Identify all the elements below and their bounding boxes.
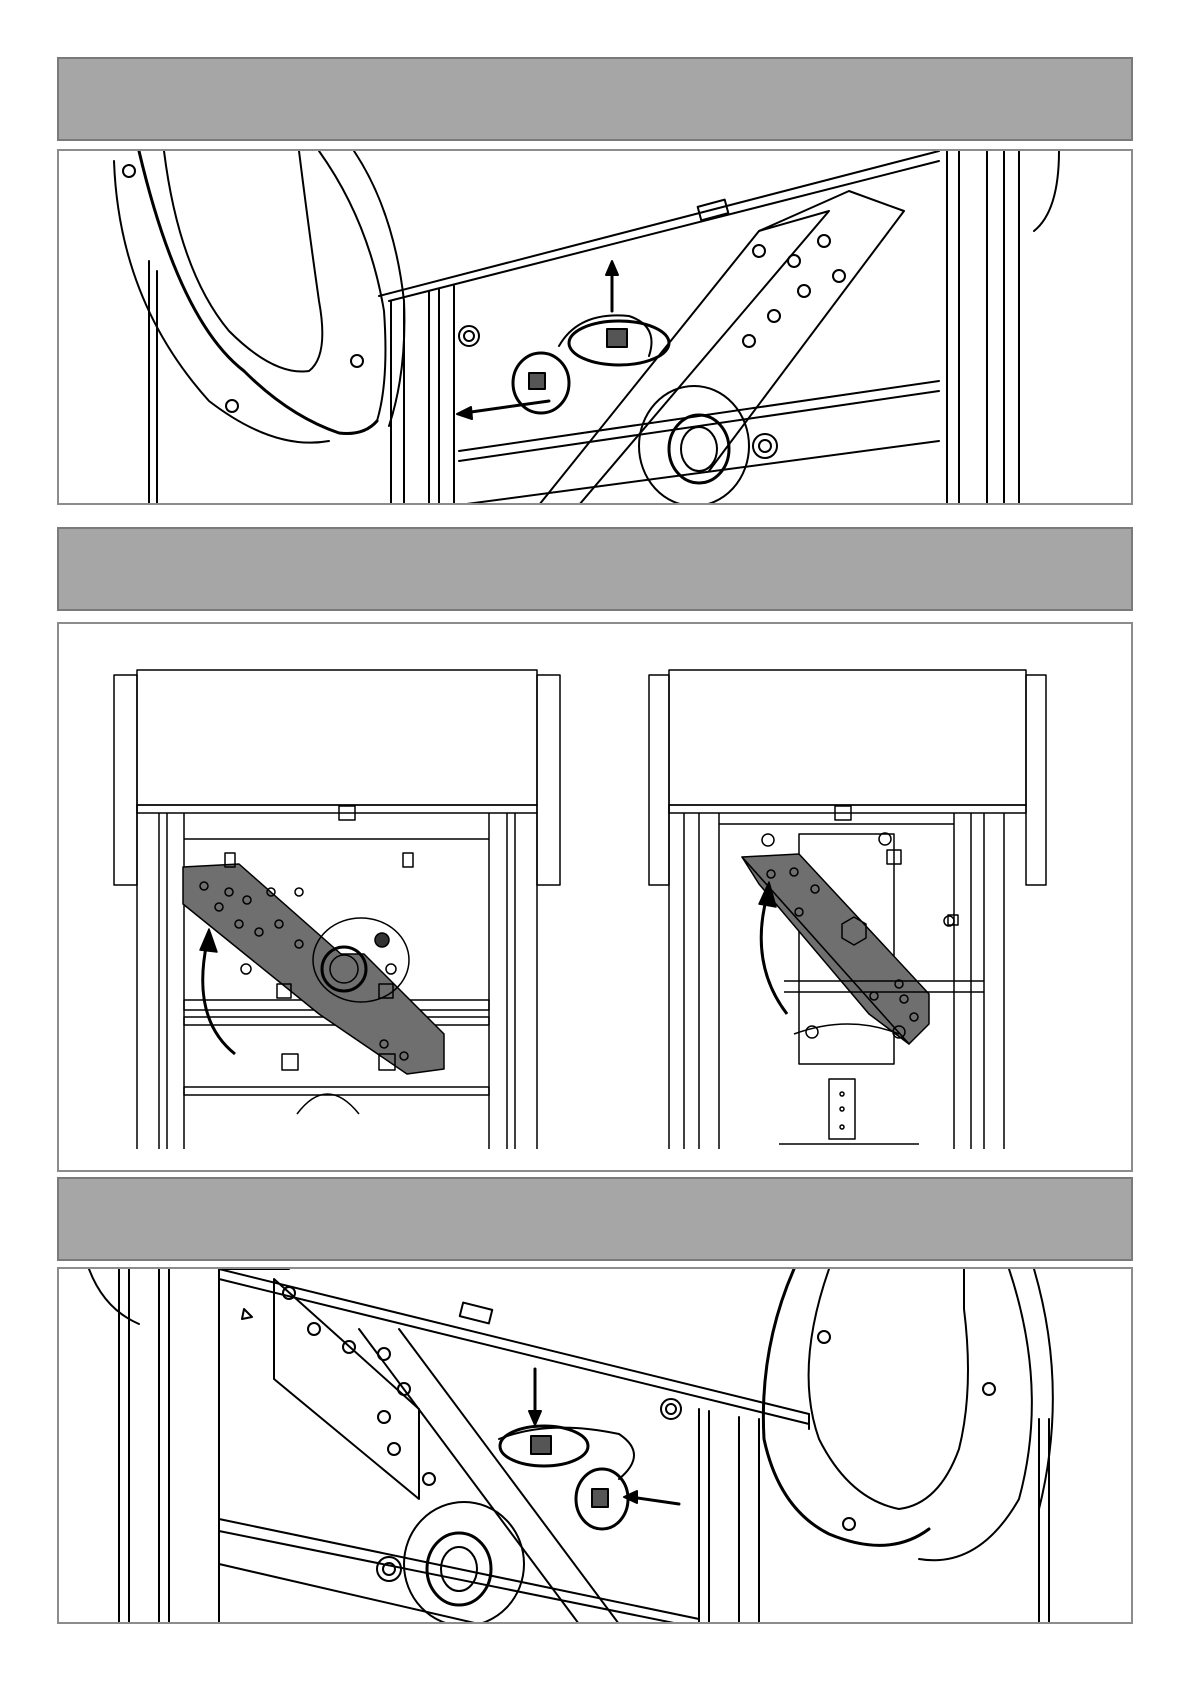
section-header-2 — [57, 527, 1133, 611]
bearing-removal-drawing — [59, 151, 1133, 505]
bearing-install-drawing — [59, 1269, 1133, 1624]
figure-panel-1 — [57, 149, 1133, 505]
figure-panel-2 — [57, 622, 1133, 1172]
section-header-1 — [57, 57, 1133, 141]
plate-rotation-drawing — [59, 624, 1133, 1172]
figure-panel-3 — [57, 1267, 1133, 1624]
section-header-3 — [57, 1177, 1133, 1261]
